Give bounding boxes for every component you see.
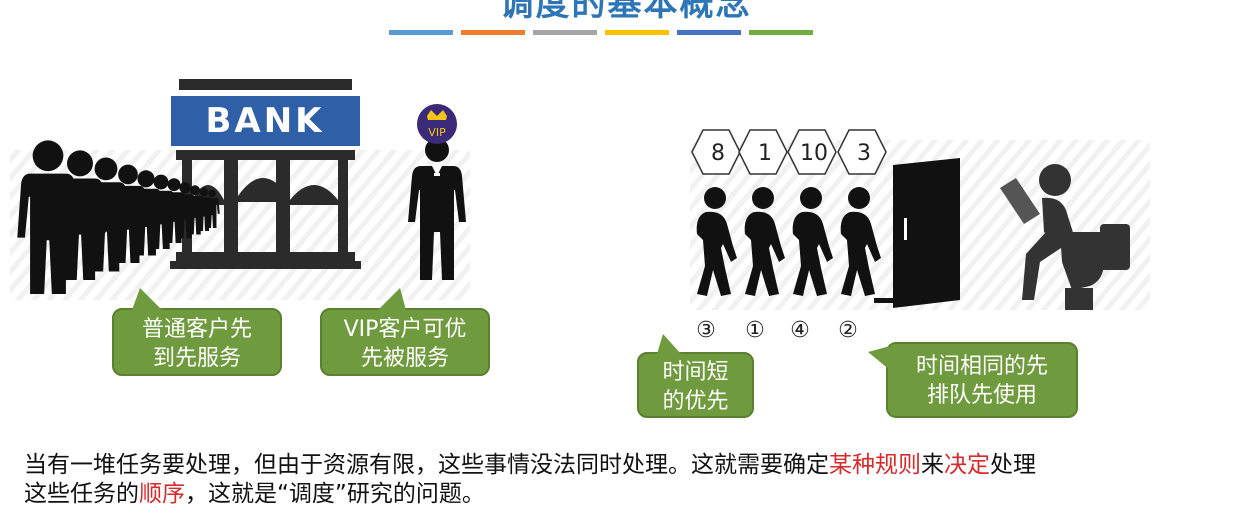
- text-run: 当有一堆任务要处理，但由于资源有限，这些事情没法同时处理。这就需要确定: [24, 452, 829, 478]
- vip-badge: VIP: [428, 126, 446, 139]
- title-color-bars: [389, 30, 813, 35]
- bubble-line: 到先服务: [152, 346, 241, 371]
- color-bar: [605, 30, 669, 35]
- text-run: 处理: [990, 452, 1036, 478]
- bubble-line: 时间相同的先: [915, 354, 1048, 379]
- color-bar: [677, 30, 741, 35]
- bank-sign: BANK: [205, 101, 324, 141]
- duration-hexagons: 8 1 10 3: [691, 129, 887, 175]
- text-run: 这些任务的: [24, 481, 139, 507]
- bubble-line: 普通客户先: [141, 317, 252, 342]
- duration-label: 8: [711, 141, 725, 166]
- vip-priority-bubble: VIP客户可优 先被服务: [320, 288, 490, 376]
- duration-label: 3: [857, 141, 871, 166]
- person-on-toilet: [1000, 164, 1130, 310]
- duration-label: 10: [800, 141, 828, 166]
- color-bar: [461, 30, 525, 35]
- bubble-line: 的优先: [662, 389, 729, 414]
- order-mark: ④: [790, 318, 810, 343]
- text-run: ，这就是“调度”研究的问题。: [185, 481, 485, 507]
- order-marks: ③ ① ④ ②: [696, 318, 858, 343]
- duration-label: 1: [758, 141, 772, 166]
- order-mark: ③: [696, 318, 716, 343]
- bubble-line: 时间短: [662, 360, 729, 385]
- order-mark: ②: [838, 318, 858, 343]
- open-door: [874, 158, 960, 308]
- first-come-bubble: 普通客户先 到先服务: [112, 288, 282, 376]
- highlight-decide: 决定: [944, 452, 990, 478]
- bubble-line: 先被服务: [360, 346, 449, 371]
- highlight-rule: 某种规则: [829, 452, 921, 478]
- bubble-line: VIP客户可优: [343, 317, 467, 342]
- color-bar: [749, 30, 813, 35]
- scheduling-description: 当有一堆任务要处理，但由于资源有限，这些事情没法同时处理。这就需要确定某种规则来…: [24, 451, 1224, 509]
- color-bar: [533, 30, 597, 35]
- illustration: BANK: [10, 79, 1150, 343]
- vip-customer: VIP: [408, 104, 466, 280]
- color-bar: [389, 30, 453, 35]
- text-run: 来: [921, 452, 944, 478]
- bubble-line: 排队先使用: [926, 383, 1037, 408]
- shortest-first-bubble: 时间短 的优先: [637, 334, 754, 418]
- slide-title: 调度的基本概念: [499, 0, 752, 24]
- highlight-order: 顺序: [139, 481, 185, 507]
- order-mark: ①: [745, 318, 765, 343]
- same-time-bubble: 时间相同的先 排队先使用: [868, 342, 1078, 418]
